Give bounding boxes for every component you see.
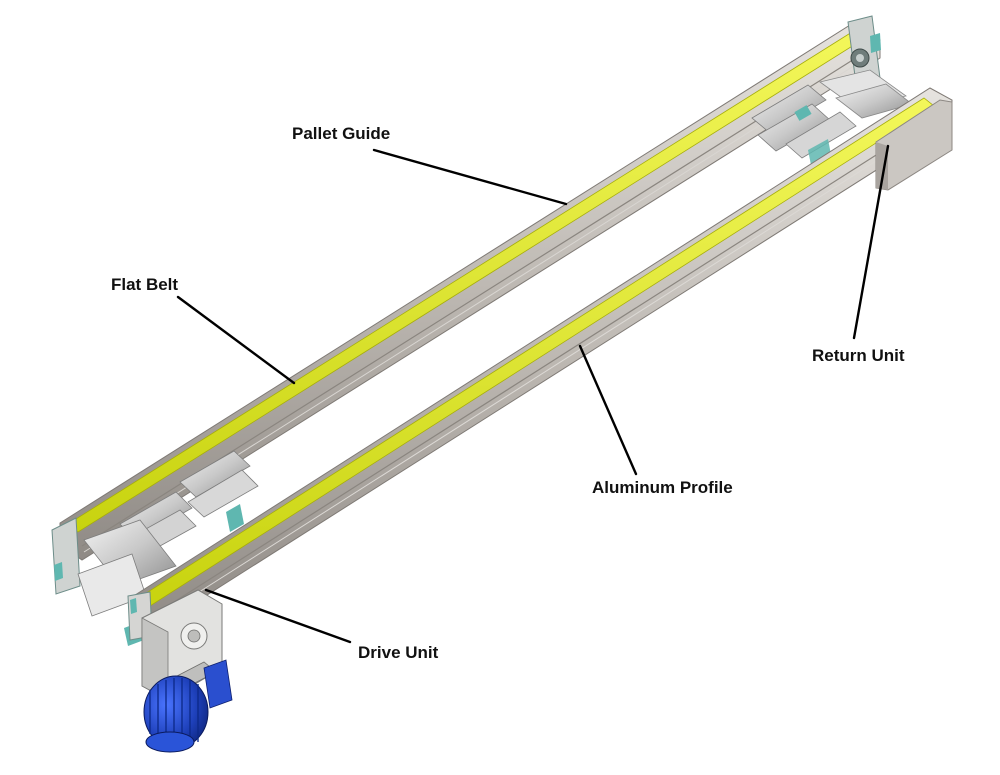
leader-pallet-guide [372,148,568,206]
electric-motor-icon [143,675,209,753]
leader-return-unit [852,144,890,340]
leader-drive-unit [204,588,352,644]
leader-flat-belt [176,295,296,385]
return-unit-cross-members [751,69,913,170]
return-unit-label: Return Unit [812,346,905,365]
pallet-guide-label: Pallet Guide [292,124,391,143]
flat-belt-label: Flat Belt [111,275,179,294]
aluminum-profile-label: Aluminum Profile [592,478,733,497]
front-rail [127,87,953,641]
leader-lines [176,144,890,644]
drive-unit-label: Drive Unit [358,643,439,662]
back-flat-belt [67,31,863,533]
back-left-end-plate [51,517,81,595]
drive-unit [141,589,233,753]
leader-aluminum-profile [578,344,638,476]
